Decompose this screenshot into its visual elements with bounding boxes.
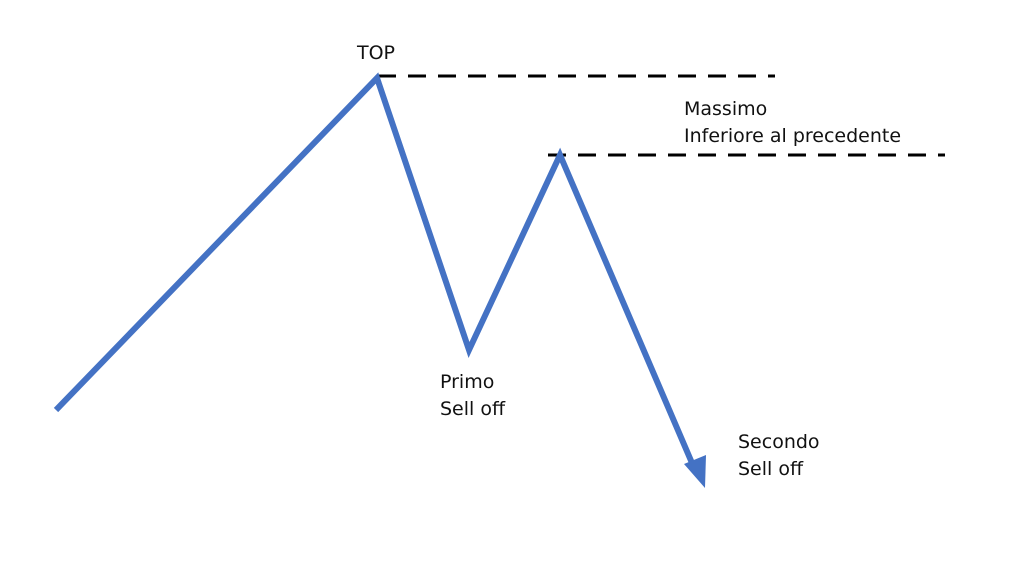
lower-high-label-line1: Massimo	[684, 98, 768, 120]
lower-high-label-line2: Inferiore al precedente	[684, 125, 902, 147]
second-selloff-label-line1: Secondo	[738, 431, 820, 453]
second-selloff-label-line2: Sell off	[738, 458, 804, 480]
top-label: TOP	[357, 42, 396, 64]
price-line	[53, 72, 698, 472]
first-selloff-label-line2: Sell off	[440, 398, 506, 420]
first-selloff-label-line1: Primo	[440, 371, 495, 393]
arrow-head-icon	[684, 455, 706, 488]
